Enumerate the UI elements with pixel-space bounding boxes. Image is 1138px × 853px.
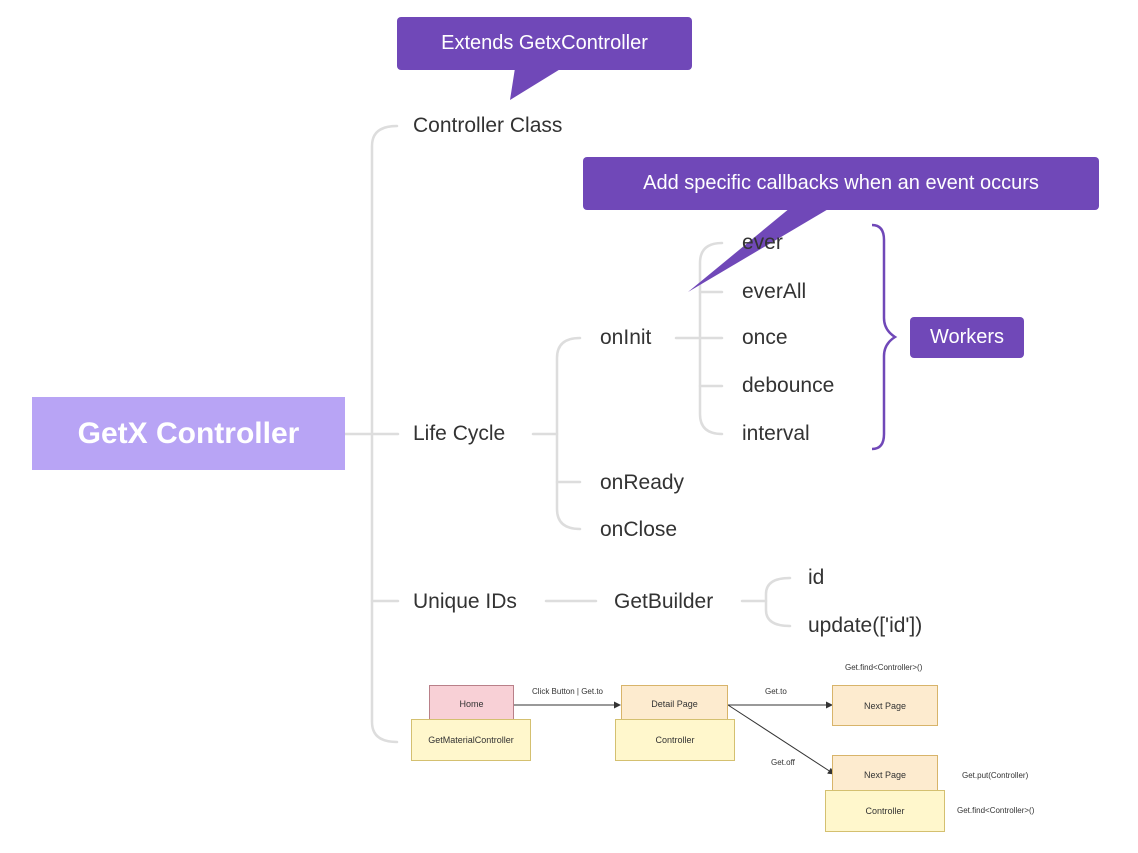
flow-detail-page-label: Detail Page bbox=[651, 699, 698, 709]
flow-get-off-label: Get.off bbox=[771, 758, 795, 767]
worker-ever: ever bbox=[742, 231, 783, 254]
flow-get-material-controller-label: GetMaterialController bbox=[428, 735, 514, 745]
flow-click-label: Click Button | Get.to bbox=[532, 687, 603, 696]
worker-debounce: debounce bbox=[742, 374, 835, 397]
callbacks-callout-pointer bbox=[688, 208, 830, 292]
flow-detail-page-box: Detail Page bbox=[621, 685, 728, 723]
flow-next-page-bottom-box: Next Page bbox=[832, 755, 938, 795]
root-node: GetX Controller bbox=[32, 397, 345, 470]
node-update-id: update(['id']) bbox=[808, 614, 923, 637]
flow-next-page-top-label: Next Page bbox=[863, 700, 907, 711]
node-id: id bbox=[808, 566, 825, 589]
branch-unique-ids: Unique IDs bbox=[413, 590, 517, 613]
worker-interval: interval bbox=[742, 422, 810, 445]
flow-next-page-bottom-label: Next Page bbox=[863, 770, 907, 780]
callbacks-callout-text: Add specific callbacks when an event occ… bbox=[643, 172, 1039, 194]
extends-callout-text: Extends GetxController bbox=[441, 32, 648, 54]
flow-home-box: Home bbox=[429, 685, 514, 723]
root-label: GetX Controller bbox=[77, 416, 300, 450]
flow-get-put-label: Get.put(Controller) bbox=[962, 771, 1029, 780]
flow-get-find-bottom: Get.find<Controller>() bbox=[957, 806, 1035, 815]
worker-once: once bbox=[742, 326, 788, 349]
workers-brace bbox=[871, 223, 898, 451]
life-cycle-trunk bbox=[555, 336, 582, 531]
flow-home-label: Home bbox=[459, 699, 484, 709]
callbacks-callout: Add specific callbacks when an event occ… bbox=[583, 157, 1099, 210]
flow-bottom-controller-box: Controller bbox=[825, 790, 945, 832]
workers-label: Workers bbox=[929, 326, 1005, 348]
node-get-builder: GetBuilder bbox=[614, 590, 714, 613]
arrow-detail-to-next-bottom bbox=[727, 704, 835, 775]
extends-callout-pointer bbox=[510, 68, 562, 100]
branch-life-cycle: Life Cycle bbox=[413, 422, 506, 445]
flow-detail-controller-box: Controller bbox=[615, 719, 735, 761]
branch-controller-class: Controller Class bbox=[413, 114, 563, 137]
flow-get-to-label: Get.to bbox=[765, 687, 787, 696]
flow-next-page-top-box: Next Page bbox=[832, 685, 938, 726]
node-on-ready: onReady bbox=[600, 471, 685, 494]
flow-get-material-controller-box: GetMaterialController bbox=[411, 719, 531, 761]
flow-detail-controller-label: Controller bbox=[655, 735, 695, 745]
get-builder-trunk bbox=[764, 576, 792, 628]
node-on-init: onInit bbox=[600, 326, 652, 349]
workers-label-box: Workers bbox=[910, 317, 1024, 358]
flow-get-find-top: Get.find<Controller>() bbox=[845, 663, 923, 672]
node-on-close: onClose bbox=[600, 518, 678, 541]
flow-bottom-controller-label: Controller bbox=[865, 806, 905, 816]
worker-ever-all: everAll bbox=[742, 280, 807, 303]
extends-callout: Extends GetxController bbox=[397, 17, 692, 70]
